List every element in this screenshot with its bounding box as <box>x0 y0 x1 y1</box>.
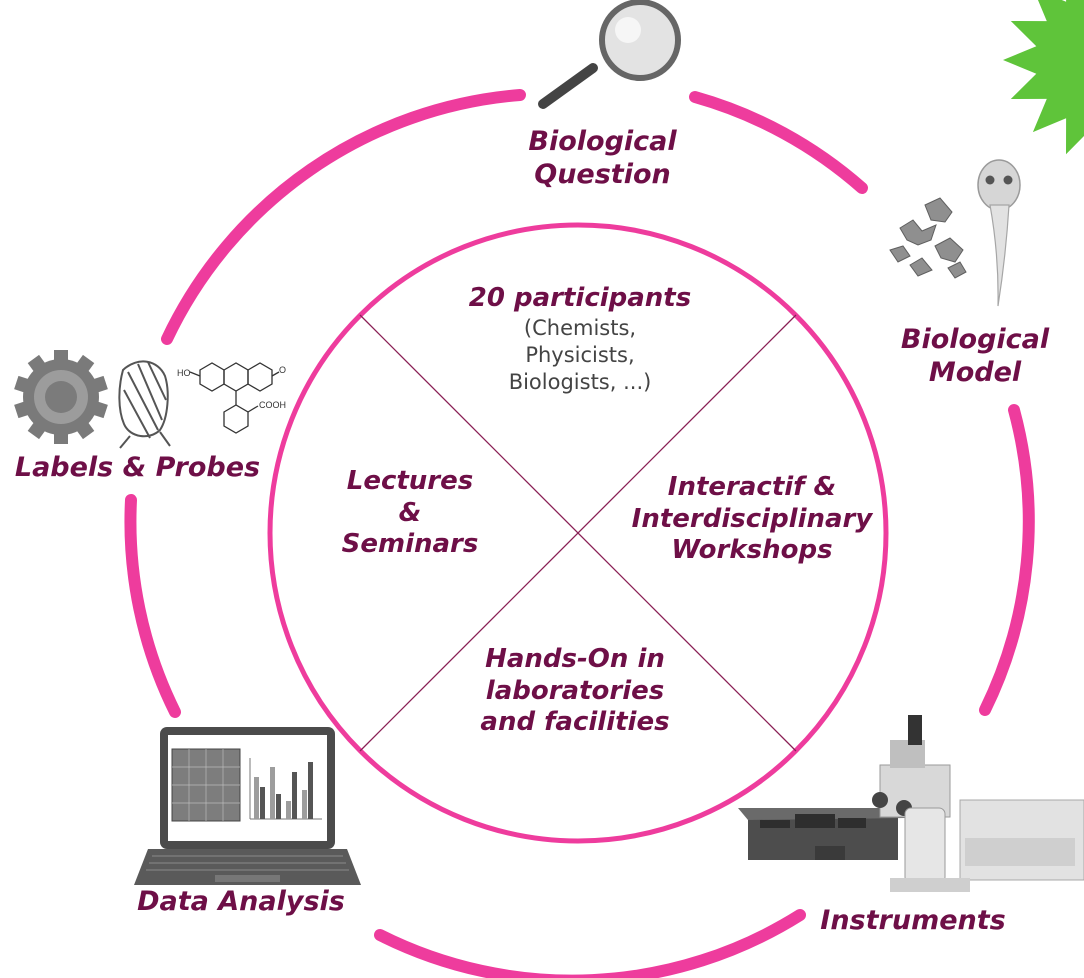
molecule-label-carboxyl: COOH <box>259 400 286 410</box>
divider-line-2 <box>359 314 797 752</box>
fluorescein-structure-icon <box>189 362 280 434</box>
mini-bar-chart <box>249 758 322 820</box>
quadrant-line: Workshops <box>671 535 833 566</box>
node-label-biological-model: Biological Model <box>866 324 1084 390</box>
quadrant-line: Seminars <box>341 529 479 560</box>
participants-detail-line: (Chemists, <box>523 315 637 340</box>
cells-and-zebrafish-icon <box>889 159 1021 307</box>
quadrant-line: and facilities <box>480 707 670 738</box>
participants-title: 20 participants <box>468 283 692 313</box>
quadrant-bottom-hands-on: Hands-On in laboratories and facilities <box>445 644 705 739</box>
molecules-icon: HO O COOH <box>14 350 286 449</box>
outer-ring-arc-top-right <box>689 91 868 194</box>
quadrant-right-workshops: Interactif & Interdisciplinary Workshops <box>612 472 892 567</box>
microscope-icon <box>738 715 1084 892</box>
molecule-label-hydroxyl: HO <box>177 368 191 378</box>
label-line: Model <box>928 356 1022 388</box>
outer-ring-arc-right <box>979 404 1035 716</box>
quadrant-line: Interdisciplinary <box>631 503 873 534</box>
quadrant-left-lectures: Lectures & Seminars <box>310 466 510 561</box>
label-line: Biological <box>528 126 677 157</box>
node-label-biological-question: Biological Question <box>480 126 725 192</box>
outer-ring-arc-top-left <box>161 89 526 345</box>
outer-ring-arc-left <box>124 494 181 718</box>
starburst-icon <box>1003 0 1084 155</box>
label-line: Labels & Probes <box>14 452 261 483</box>
inner-circle-group <box>267 222 889 844</box>
protein-barrel-icon <box>118 360 171 449</box>
magnifier-icon <box>538 0 681 109</box>
outer-ring-arc-bottom <box>374 909 806 978</box>
quadrant-top-participants: 20 participants (Chemists, Physicists, B… <box>420 283 740 397</box>
quadrant-line: & <box>398 497 422 528</box>
quadrant-line: Hands-On in <box>485 644 665 674</box>
quadrant-line: Interactif & <box>667 472 837 502</box>
node-label-labels-probes: Labels & Probes <box>0 452 275 485</box>
quadrant-line: laboratories <box>485 675 665 706</box>
label-line: Instruments <box>820 905 1006 936</box>
participants-detail-line: Physicists, <box>525 343 635 368</box>
quadrant-line: Lectures <box>346 466 474 496</box>
node-label-instruments: Instruments <box>808 905 1018 938</box>
laptop-icon <box>134 727 361 885</box>
node-label-data-analysis: Data Analysis <box>114 886 368 919</box>
outer-ring <box>124 89 1035 978</box>
participants-detail-line: Biologists, ...) <box>508 370 652 395</box>
label-line: Biological <box>900 324 1050 355</box>
label-line: Question <box>534 158 671 190</box>
label-line: Data Analysis <box>137 886 345 917</box>
molecule-label-carbonyl: O <box>279 365 286 375</box>
